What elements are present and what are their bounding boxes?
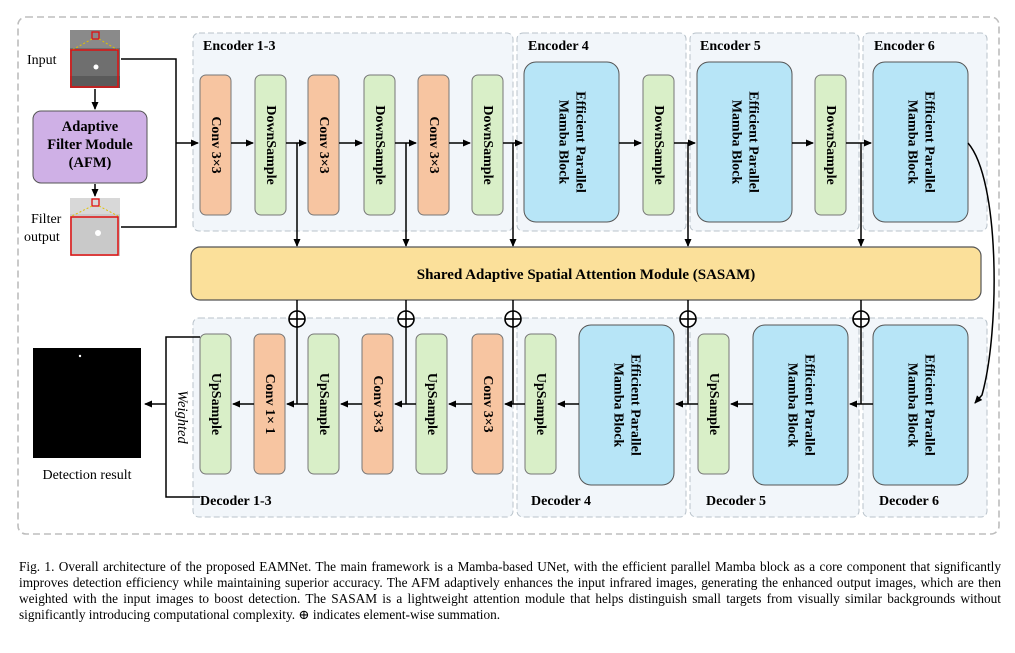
enc-mamba-6-label-line1: Efficient Parallel (922, 91, 937, 193)
encoder-6-title: Encoder 6 (874, 39, 935, 54)
enc-mamba-5-label-line2: Mamba Block (729, 100, 744, 185)
sum-symbol-2 (397, 310, 415, 328)
enc-conv-1-label: Conv 3×3 (208, 116, 223, 173)
sasam-to-sum-lines (296, 300, 862, 311)
encoder-to-sasam-arrows (293, 143, 865, 247)
enc-conv-2 (307, 74, 340, 216)
dec-upsample-5-label: UpSample (706, 373, 721, 435)
enc-downsample-5 (814, 74, 847, 216)
dec-mamba-4-label-line2: Mamba Block (611, 363, 626, 448)
decoder-4-title: Decoder 4 (531, 494, 591, 509)
dec-upsample-4-label: UpSample (533, 373, 548, 435)
line-input-to-encoder (121, 58, 177, 143)
sasam-label: Shared Adaptive Spatial Attention Module… (417, 267, 756, 283)
filter-output-label-line1: Filter (31, 212, 62, 227)
enc-downsample-1-label: DownSample (263, 105, 278, 184)
enc-mamba-6-label-line2: Mamba Block (905, 100, 920, 185)
enc-downsample-2-label: DownSample (372, 105, 387, 184)
detection-target-dot (78, 354, 82, 358)
enc-downsample-3 (471, 74, 504, 216)
dec-mamba-5-label-line2: Mamba Block (785, 363, 800, 448)
dec-mamba-5-label-line1: Efficient Parallel (802, 354, 817, 456)
enc-mamba-6 (872, 61, 969, 223)
decoder-row (199, 324, 969, 486)
input-image (70, 30, 120, 88)
weighted-label: Weighted (174, 390, 190, 444)
enc-downsample-3-label: DownSample (480, 105, 495, 184)
dec-upsample-1 (199, 333, 232, 475)
enc-mamba-5 (696, 61, 793, 223)
dec-mamba-5 (752, 324, 849, 486)
figure-caption: Fig. 1. Overall architecture of the prop… (19, 559, 1001, 622)
sum-to-decoder-arrows (296, 327, 862, 404)
group-box-decoder-1-3 (192, 317, 514, 518)
encoder-row (199, 61, 969, 223)
enc-downsample-4 (642, 74, 675, 216)
afm-label-line3: (AFM) (69, 155, 112, 171)
dec-mamba-6 (872, 324, 969, 486)
dec-mamba-4-label-line1: Efficient Parallel (628, 354, 643, 456)
decoder-6-title: Decoder 6 (879, 494, 939, 509)
encoder-1-3-title: Encoder 1-3 (203, 39, 275, 54)
enc-mamba-4-label-line2: Mamba Block (556, 100, 571, 185)
enc-downsample-1 (254, 74, 287, 216)
enc-conv-3 (417, 74, 450, 216)
encoder-5-title: Encoder 5 (700, 39, 761, 54)
bottleneck-connection-arrow (967, 142, 995, 404)
dec-upsample-2-label: UpSample (316, 373, 331, 435)
enc-mamba-4 (523, 61, 620, 223)
dec-conv-3-label: Conv 3×3 (480, 375, 495, 432)
enc-conv-3-label: Conv 3×3 (426, 116, 441, 173)
sum-symbol-4 (679, 310, 697, 328)
dec-mamba-6-label-line1: Efficient Parallel (922, 354, 937, 456)
enc-downsample-4-label: DownSample (651, 105, 666, 184)
sum-symbol-3 (504, 310, 522, 328)
decoder-5-title: Decoder 5 (706, 494, 766, 509)
detection-result-image (33, 348, 141, 458)
sasam-box (190, 246, 982, 301)
enc-downsample-2 (363, 74, 396, 216)
dec-upsample-1-label: UpSample (208, 373, 223, 435)
afm-label-line1: Adaptive (62, 119, 119, 135)
line-filter-to-encoder (121, 143, 177, 228)
dec-conv-2-label: Conv 3×3 (370, 375, 385, 432)
dec-mamba-4 (578, 324, 675, 486)
afm-box (32, 110, 148, 184)
architecture-diagram: Encoder 1-3 Encoder 4 Encoder 5 Encoder … (17, 16, 1000, 535)
dec-mamba-6-label-line2: Mamba Block (905, 363, 920, 448)
dec-conv-1-label: Conv 1× 1 (262, 374, 277, 435)
enc-conv-1 (199, 74, 232, 216)
filter-output-label-line2: output (24, 230, 60, 245)
input-label: Input (27, 53, 57, 68)
enc-mamba-5-label-line1: Efficient Parallel (746, 91, 761, 193)
enc-conv-2-label: Conv 3×3 (316, 116, 331, 173)
enc-mamba-4-label-line1: Efficient Parallel (573, 91, 588, 193)
enc-downsample-5-label: DownSample (823, 105, 838, 184)
sum-symbol-5 (852, 310, 870, 328)
weighted-bracket (165, 336, 200, 498)
detection-result-label: Detection result (42, 468, 131, 483)
decoder-1-3-title: Decoder 1-3 (200, 494, 272, 509)
afm-label-line2: Filter Module (47, 137, 133, 153)
encoder-4-title: Encoder 4 (528, 39, 589, 54)
group-box-encoder-1-3 (192, 32, 514, 232)
sum-symbol-1 (288, 310, 306, 328)
dec-upsample-3-label: UpSample (424, 373, 439, 435)
outer-frame (17, 16, 1000, 535)
filter-output-image (70, 198, 120, 256)
